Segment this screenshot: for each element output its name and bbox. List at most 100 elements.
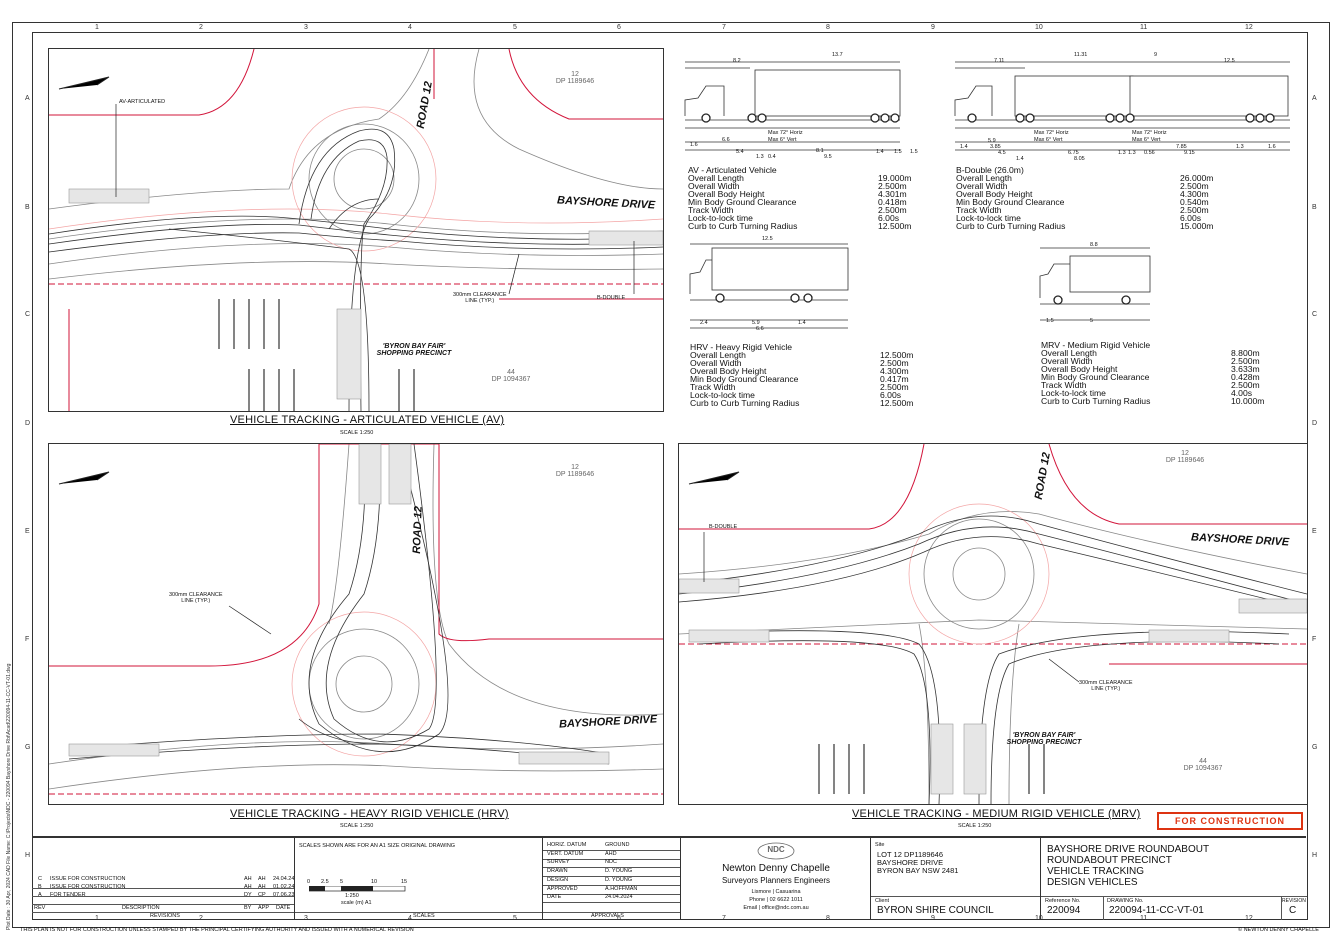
site-section: Site LOT 12 DP1189646 BAYSHORE DRIVE BYR… — [870, 838, 1041, 920]
scales-label: SCALES — [413, 913, 435, 919]
grid-col-top-9: 9 — [931, 24, 935, 31]
approval-row-divider — [543, 858, 681, 860]
mrv-vehicle-label: B-DOUBLE — [709, 524, 738, 530]
rev-col-date: DATE — [276, 905, 291, 911]
mrv-plan-scale: SCALE 1:250 — [958, 823, 992, 829]
grid-row-right-H: H — [1312, 852, 1318, 859]
bd-angle3: Max 72° Horiz — [1132, 130, 1167, 136]
drawing-number-label: DRAWING No. — [1107, 898, 1144, 904]
hrv-spec-key: Curb to Curb Turning Radius — [690, 398, 800, 408]
approval-value: AHD — [605, 850, 617, 857]
rev-col-by: BY — [244, 905, 252, 911]
bd-dim-b9: 1.3 — [1128, 150, 1136, 156]
revisions-label: REVISIONS — [150, 913, 180, 919]
mrv-spec-key: Overall Width — [1041, 356, 1093, 366]
bd-spec-value: 2.500m — [1180, 205, 1209, 215]
plot-info: Plot Date : 30 Apr, 2024 CAD File Name: … — [6, 663, 12, 930]
av-dim-trailer: 13.7 — [832, 52, 843, 58]
bd-angle1: Max 72° Horiz — [1034, 130, 1069, 136]
hrv-spec-key: Track Width — [690, 382, 736, 392]
mrv-spec: MRV - Medium Rigid Vehicle Overall Lengt… — [1041, 341, 1271, 406]
firm-section: NDC Newton Denny Chapelle Surveyors Plan… — [680, 838, 871, 920]
bd-dim-b8: 0.56 — [1144, 150, 1155, 156]
firm-name: Newton Denny Chapelle — [722, 863, 830, 874]
scale-tick-3: 10 — [371, 879, 378, 885]
mrv-spec-value: 8.800m — [1231, 348, 1260, 358]
av-spec-key: Overall Width — [688, 181, 740, 191]
mrv-spec-key: Lock-to-lock time — [1041, 388, 1106, 398]
av-spec-row: Overall Width 2.500m — [688, 181, 918, 191]
grid-col-bottom-1: 1 — [95, 915, 99, 922]
grid-col-bottom-3: 3 — [304, 915, 308, 922]
site-line-2: BAYSHORE DRIVE — [877, 858, 944, 867]
approvals-label: APPROVALS — [591, 913, 624, 919]
av-plan: AV-ARTICULATED ROAD 12 BAYSHORE DRIVE 12… — [48, 48, 664, 412]
av-clearance-1: 300mm CLEARANCE — [453, 292, 507, 298]
hrv-spec-key: Min Body Ground Clearance — [690, 374, 799, 384]
grid-col-bottom-10: 10 — [1035, 915, 1043, 922]
bd-spec-value: 6.00s — [1180, 213, 1202, 223]
mrv-spec-value: 3.633m — [1231, 364, 1260, 374]
grid-row-right-G: G — [1312, 744, 1318, 751]
av-dim-b2: 5.4 — [736, 149, 744, 155]
av-lot2-dp: DP 1094367 — [491, 376, 531, 383]
revision-by: AH — [244, 884, 252, 890]
bd-dim-b3: 5.9 — [988, 138, 996, 144]
hrv-spec-key: Overall Body Height — [690, 366, 767, 376]
grid-col-bottom-7: 7 — [722, 915, 726, 922]
mrv-plan-title: VEHICLE TRACKING - MEDIUM RIGID VEHICLE … — [852, 808, 1141, 820]
rev-col-rev: REV — [34, 905, 46, 911]
av-shop-precinct: SHOPPING PRECINCT — [376, 350, 452, 357]
grid-row-right-B: B — [1312, 204, 1317, 211]
reference-number: 220094 — [1047, 905, 1081, 916]
firm-logo-icon — [757, 842, 795, 860]
hrv-plan-title: VEHICLE TRACKING - HEAVY RIGID VEHICLE (… — [230, 808, 509, 820]
bd-dim-b13: 1.6 — [1268, 144, 1276, 150]
grid-row-right-A: A — [1312, 95, 1317, 102]
hrv-spec-value: 2.500m — [880, 382, 909, 392]
bd-spec-key: Overall Length — [956, 173, 1012, 183]
revision-app: AH — [258, 884, 266, 890]
approval-value: A.HOFFMAN — [605, 885, 638, 892]
grid-col-bottom-2: 2 — [199, 915, 203, 922]
scale-tick-4: 15 — [401, 879, 408, 885]
rev-col-desc: DESCRIPTION — [122, 905, 160, 911]
revision-description: ISSUE FOR CONSTRUCTION — [50, 884, 126, 890]
hrv-lot-dp: DP 1189646 — [555, 471, 595, 478]
av-spec-value: 2.500m — [878, 181, 907, 191]
rev-col-app: APP — [258, 905, 270, 911]
bd-spec-value: 0.540m — [1180, 197, 1209, 207]
mrv-spec-key: Min Body Ground Clearance — [1041, 372, 1150, 382]
bd-dim-b6: 8.05 — [1074, 156, 1085, 162]
bd-dim-b10: 7.85 — [1176, 144, 1187, 150]
scales-section: SCALES SHOWN ARE FOR AN A1 SIZE ORIGINAL… — [294, 838, 565, 920]
revision-rev: C — [38, 876, 42, 882]
grid-col-bottom-8: 8 — [826, 915, 830, 922]
approval-row-divider — [543, 876, 681, 878]
av-spec-title: AV - Articulated Vehicle — [688, 165, 777, 175]
scale-tick-0: 0 — [307, 879, 311, 885]
approval-value: D. YOUNG — [605, 868, 633, 875]
client-label: Client — [875, 898, 890, 904]
bd-dim-t3: 12.5 — [1224, 58, 1235, 64]
av-dim-b3: 1.3 — [756, 154, 764, 160]
hrv-spec-value: 12.500m — [880, 398, 914, 408]
scale-ratio: 1:250 — [345, 893, 359, 899]
av-lot-no: 12 — [571, 71, 579, 78]
for-construction-stamp: FOR CONSTRUCTION — [1157, 812, 1303, 830]
av-dim-b5: 8.1 — [816, 148, 824, 154]
approval-value: NDC — [605, 859, 617, 866]
scale-unit: scale (m) A1 — [341, 900, 372, 906]
av-spec-key: Curb to Curb Turning Radius — [688, 221, 798, 231]
hrv-spec-key: Overall Width — [690, 358, 742, 368]
grid-col-top-4: 4 — [408, 24, 412, 31]
